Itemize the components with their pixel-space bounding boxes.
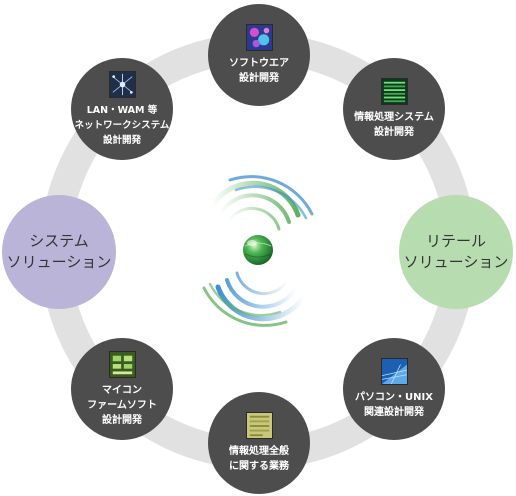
node-label-line: 関連設計開発 [364,407,424,418]
node-label-line: ソフトウエア [229,58,289,69]
pc-screen-thumbnail-icon [380,358,408,385]
node-lan-wam-network: LAN・WAM 等 ネットワークシステム 設計開発 [71,58,173,160]
swirl-globe-icon [202,175,314,327]
node-software-design: ソフトウエア 設計開発 [208,4,310,106]
node-label-line: LAN・WAM 等 [86,104,158,116]
solution-label-line: ソリューション [6,253,112,271]
node-pc-unix-design: パソコン・UNIX 関連設計開発 [343,338,445,440]
software-thumbnail-icon [245,24,273,51]
node-label-line: 設計開発 [102,414,142,426]
node-label-line: マイコン [102,384,142,396]
node-label-line: 情報処理全般 [229,446,289,457]
node-retail-solution: リテール ソリューション [399,195,513,309]
data-system-thumbnail-icon [380,78,408,105]
document-thumbnail-icon [245,412,273,439]
node-system-solution: システム ソリューション [2,195,116,309]
node-label-line: 情報処理システム [354,112,434,123]
network-thumbnail-icon [108,70,136,98]
node-microcomputer-firmware: マイコン ファームソフト 設計開発 [71,338,173,440]
node-label-line: 設計開発 [102,134,141,146]
node-label-line: ファームソフト [87,399,157,411]
node-label-line: ネットワークシステム [74,119,170,131]
solution-label-line: リテール [425,232,486,250]
node-label-line: に関する業務 [229,461,289,472]
node-label-line: 設計開発 [239,73,279,84]
node-label-line: 設計開発 [374,127,414,138]
solution-label-line: システム [29,232,89,250]
node-info-general-work: 情報処理全般 に関する業務 [208,392,310,494]
circuit-board-thumbnail-icon [108,350,136,378]
node-info-system-design: 情報処理システム 設計開発 [343,58,445,160]
solution-label-line: ソリューション [403,253,509,271]
node-label-line: パソコン・UNIX [355,392,433,403]
